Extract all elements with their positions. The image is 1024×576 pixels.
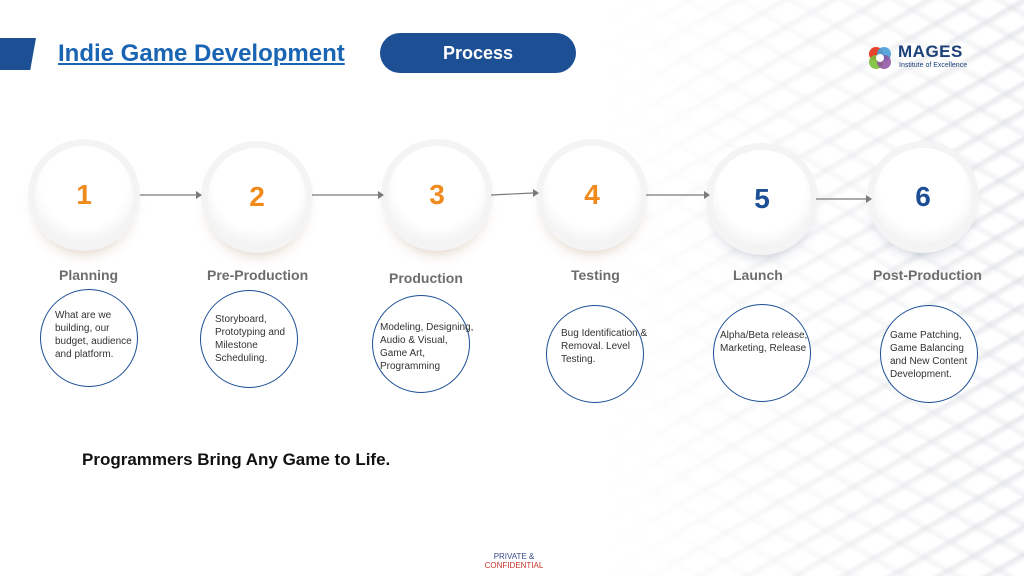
arrow-right-icon (646, 191, 710, 199)
stage-6-node: 6 (874, 148, 972, 246)
stage-1-description-circle (40, 289, 138, 387)
stage-6-description-circle (880, 305, 978, 403)
stage-4-node: 4 (543, 146, 641, 244)
stage-4-description-circle (546, 305, 644, 403)
process-button[interactable]: Process (380, 33, 576, 73)
header-accent-bar (0, 38, 36, 70)
logo-tagline: Institute of Excellence (899, 62, 968, 69)
stage-3-description-circle (372, 295, 470, 393)
stage-2-description: Storyboard, Prototyping and Milestone Sc… (215, 314, 286, 364)
stage-label-testing: Testing (571, 267, 620, 283)
stage-6-description: Game Patching, Game Balancing and New Co… (890, 330, 968, 380)
stage-3-node: 3 (388, 146, 486, 244)
mages-logo: MAGES Institute of Excellence (866, 42, 986, 74)
arrow-right-icon (491, 189, 539, 197)
stage-1-description: What are we building, our budget, audien… (55, 310, 132, 360)
tagline: Programmers Bring Any Game to Life. (82, 450, 391, 469)
mages-logo-icon (869, 47, 891, 69)
stage-4-description: Bug Identification & Removal. Level Test… (561, 328, 648, 365)
page-title: Indie Game Development (58, 40, 345, 67)
confidential-notice: PRIVATE & CONFIDENTIAL (474, 552, 554, 570)
stage-label-launch: Launch (733, 267, 783, 283)
stage-1-node: 1 (35, 146, 133, 244)
stage-2-description-circle (200, 290, 298, 388)
logo-name: MAGES (898, 42, 963, 61)
stage-number: 1 (76, 179, 92, 210)
arrow-right-icon (140, 191, 202, 199)
background-pattern (604, 0, 1024, 576)
stage-5-description-circle (713, 304, 811, 402)
arrow-right-icon (312, 191, 384, 199)
stage-3-description: Modeling, Designing, Audio & Visual, Gam… (380, 322, 474, 372)
stage-number: 2 (249, 181, 265, 212)
stage-number: 4 (584, 179, 600, 210)
arrow-right-icon (816, 195, 872, 203)
stage-label-production: Production (389, 270, 463, 286)
stage-5-description: Alpha/Beta release, Marketing, Release (720, 330, 808, 354)
stage-label-planning: Planning (59, 267, 119, 283)
stage-label-post-production: Post-Production (873, 267, 982, 283)
confidential-line-2: CONFIDENTIAL (484, 561, 544, 570)
stage-5-node: 5 (713, 150, 811, 248)
confidential-line-1: PRIVATE & (493, 552, 535, 561)
stage-number: 3 (429, 179, 445, 210)
stage-number: 5 (754, 183, 770, 214)
stage-number: 6 (915, 181, 931, 212)
stage-label-pre-production: Pre-Production (207, 267, 309, 283)
stage-2-node: 2 (208, 148, 306, 246)
